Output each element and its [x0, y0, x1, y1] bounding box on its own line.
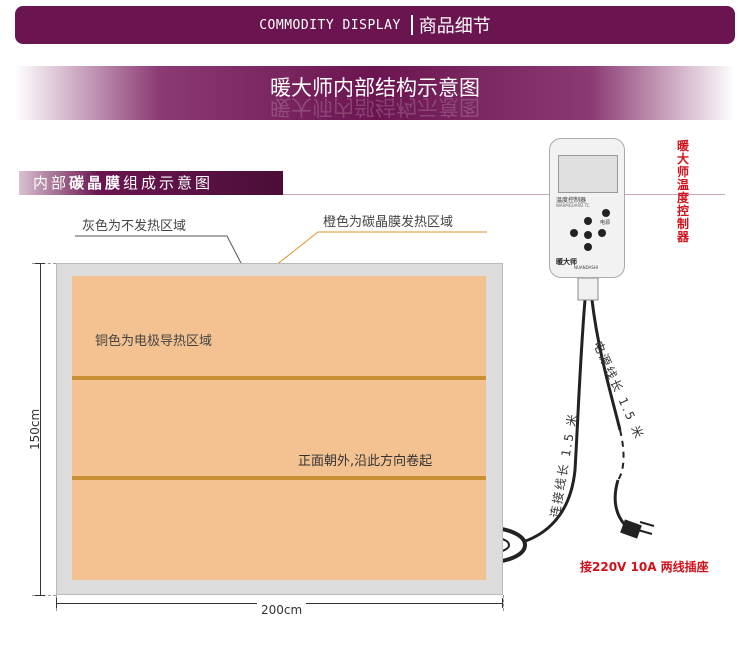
section-header: COMMODITY DISPLAY 商品细节: [15, 6, 735, 44]
heating-mat-film: [72, 276, 486, 580]
controller-right-button: [598, 229, 606, 237]
label-gray-zone: 灰色为不发热区域: [82, 219, 187, 234]
subtitle-underline: [283, 194, 725, 195]
power-cable-end: [613, 479, 627, 527]
header-divider: [410, 15, 413, 35]
width-tick-right: [502, 598, 503, 608]
controller-power-button: [602, 209, 610, 217]
controller-left-button: [570, 229, 578, 237]
subtitle-suffix: 组成示意图: [123, 174, 214, 192]
controller-lcd: [558, 155, 618, 193]
controller-power-label: 电源: [600, 220, 611, 226]
diagram-subtitle: 内部碳晶膜组成示意图: [19, 171, 283, 195]
plug-icon: [620, 519, 642, 539]
controller-down-button: [584, 243, 592, 251]
label-copper-zone: 铜色为电极导热区域: [95, 334, 213, 349]
controller-model: WARMGUARD TC: [556, 203, 590, 208]
controller-mode-button: [584, 231, 592, 239]
connection-cable: [509, 299, 587, 547]
dim-guide-right: [503, 595, 504, 611]
controller-name-vertical: 暖大师温度控制器: [676, 139, 689, 244]
title-banner: 暖大师内部结构示意图 暖大师内部结构示意图: [15, 66, 735, 120]
plug-pin-1: [639, 521, 655, 527]
height-label: 150cm: [28, 408, 42, 450]
height-tick-bottom: [35, 595, 45, 596]
banner-title: 暖大师内部结构示意图: [270, 76, 480, 100]
gray-leader-line: [75, 235, 243, 266]
electrode-strip-top: [72, 376, 486, 380]
temperature-controller: 温度控制器 WARMGUARD TC 电源 暖大师 NUANDASHI: [549, 138, 625, 278]
height-tick-top: [35, 263, 45, 264]
controller-brand-en: NUANDASHI: [574, 265, 599, 270]
power-cable: [590, 299, 622, 431]
plug-note: 接220V 10A 两线插座: [580, 560, 709, 574]
cable-strain-relief: [577, 277, 599, 301]
controller-brand: 暖大师: [556, 258, 577, 266]
width-label: 200cm: [257, 603, 307, 617]
label-roll-direction: 正面朝外,沿此方向卷起: [298, 454, 433, 469]
label-orange-zone: 橙色为碳晶膜发热区域: [323, 215, 454, 230]
electrode-strip-bottom: [72, 476, 486, 480]
width-tick-left: [56, 598, 57, 608]
height-dimension-line: [40, 263, 41, 595]
header-en: COMMODITY DISPLAY: [259, 17, 401, 33]
subtitle-bold: 碳晶膜: [69, 174, 124, 192]
subtitle-prefix: 内部: [33, 174, 70, 192]
controller-up-button: [584, 217, 592, 225]
controller-title: 温度控制器: [556, 197, 587, 204]
header-cn: 商品细节: [418, 16, 491, 37]
plug-pin-2: [637, 529, 653, 535]
power-cable-dashed: [617, 429, 625, 481]
